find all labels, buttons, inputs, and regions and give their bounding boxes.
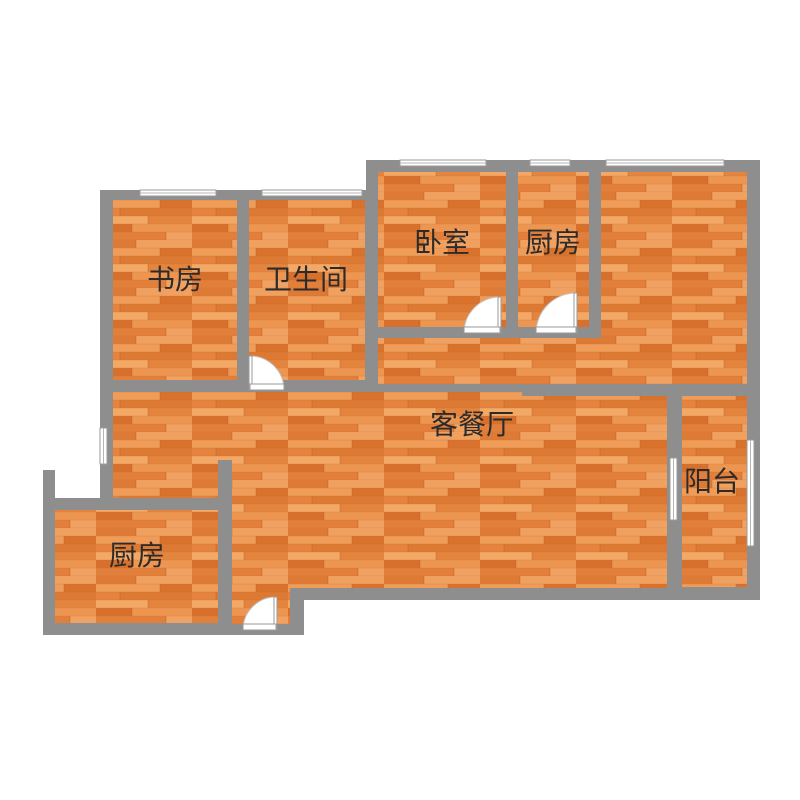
floor-kitchen-left <box>55 510 218 623</box>
room-label-living-dining: 客餐厅 <box>429 408 515 441</box>
wall-living-ne <box>522 384 682 396</box>
windows <box>99 159 755 547</box>
wall-bath-east <box>365 200 378 392</box>
wall-bedroom-kitchen-div <box>506 172 518 332</box>
room-label-kitchen-left: 厨房 <box>108 539 166 572</box>
wall-kitchen-north-room-div <box>589 172 601 337</box>
wall-study-bath-div <box>237 200 249 390</box>
room-label-kitchen-top: 厨房 <box>524 226 582 259</box>
doors <box>242 292 578 631</box>
window-balcony-west <box>669 457 678 521</box>
floor-living-b <box>232 392 667 588</box>
door-entry <box>242 596 278 631</box>
window-bedroom <box>399 159 487 167</box>
window-kitchen-top <box>529 159 571 167</box>
door-bedroom <box>463 296 502 334</box>
floor-bathroom <box>249 200 365 380</box>
door-bathroom <box>248 355 285 391</box>
floor-balcony <box>682 396 747 587</box>
room-label-bathroom: 卫生间 <box>263 263 349 296</box>
door-kitchen-top <box>535 292 578 334</box>
window-north-room <box>605 159 725 167</box>
window-living-west <box>99 427 108 465</box>
room-label-bedroom: 卧室 <box>413 226 471 259</box>
window-study <box>139 189 217 197</box>
room-label-balcony: 阳台 <box>683 465 741 498</box>
window-bathroom <box>261 189 363 197</box>
floor-study <box>113 200 237 380</box>
room-label-study: 书房 <box>146 263 204 296</box>
floor-corridor <box>378 338 747 384</box>
window-balcony-east <box>746 439 755 547</box>
wall-kitchen-top <box>43 498 232 510</box>
wall-kitchen-right <box>218 460 232 635</box>
floors <box>55 172 747 624</box>
